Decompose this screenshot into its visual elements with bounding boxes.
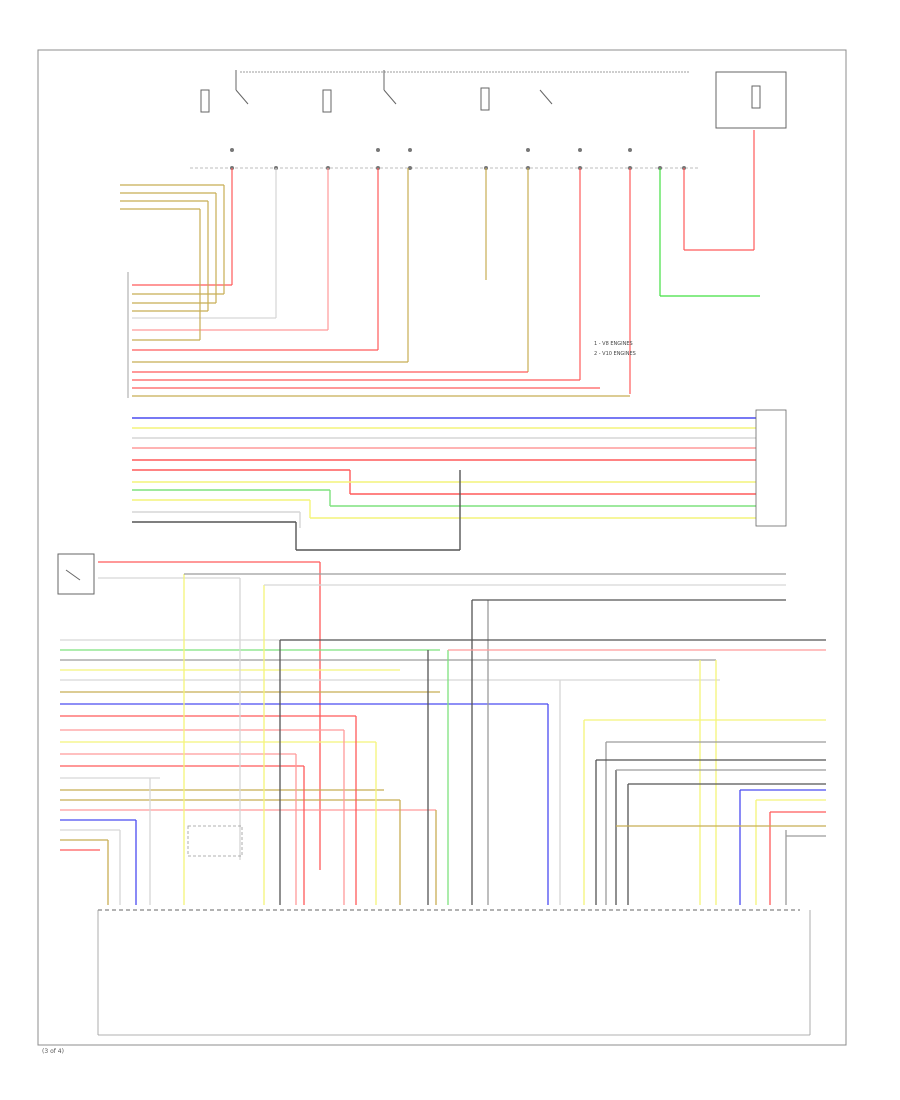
lower-right-wires	[184, 573, 826, 837]
diagram-frame	[37, 49, 847, 1046]
bottom-connector	[97, 825, 811, 1036]
middle-bus-lines	[132, 409, 787, 551]
page-footer: (3 of 4)	[42, 1048, 64, 1055]
legend-item-1: 1 - V8 ENGINES	[594, 341, 633, 347]
lower-drops	[107, 574, 787, 905]
lower-left-wires	[60, 561, 720, 870]
legend-item-2: 2 - V10 ENGINES	[594, 351, 636, 357]
upper-feeds	[231, 130, 760, 394]
relay-group	[200, 70, 787, 129]
legend: 1 - V8 ENGINES 2 - V10 ENGINES	[594, 341, 636, 357]
fuse-row	[230, 148, 686, 170]
switch-symbol	[57, 553, 95, 595]
ecm-upper-connector	[120, 184, 630, 398]
